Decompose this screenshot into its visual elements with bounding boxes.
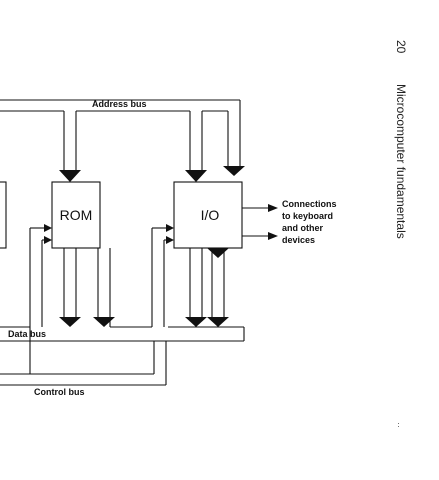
connections-label-line-2: to keyboard — [282, 211, 333, 221]
page-number: 20 — [394, 40, 408, 54]
io-output-arrows — [242, 204, 278, 240]
margin-mark: ·· — [394, 422, 404, 428]
control-bus-label: Control bus — [34, 387, 85, 397]
connections-label-line-1: Connections — [282, 199, 337, 209]
arrowhead — [223, 166, 245, 176]
rom-block — [51, 181, 101, 249]
io-block — [173, 181, 243, 249]
connections-label-line-4: devices — [282, 235, 315, 245]
control-bus — [0, 341, 167, 386]
rom-control-link — [29, 224, 52, 374]
io-control-link — [151, 224, 174, 327]
left-block-partial — [0, 181, 7, 249]
address-bus — [0, 99, 241, 170]
arrowhead — [59, 170, 81, 182]
address-bus-label: Address bus — [92, 99, 147, 109]
data-bus-label: Data bus — [8, 329, 46, 339]
arrowhead — [185, 170, 207, 182]
io-data-link — [185, 248, 229, 327]
data-bus — [0, 326, 245, 342]
io-label: I/O — [201, 207, 220, 223]
running-head: Microcomputer fundamentals — [394, 84, 408, 239]
rom-data-link — [59, 248, 115, 327]
rom-label: ROM — [60, 207, 93, 223]
connections-label-line-3: and other — [282, 223, 323, 233]
